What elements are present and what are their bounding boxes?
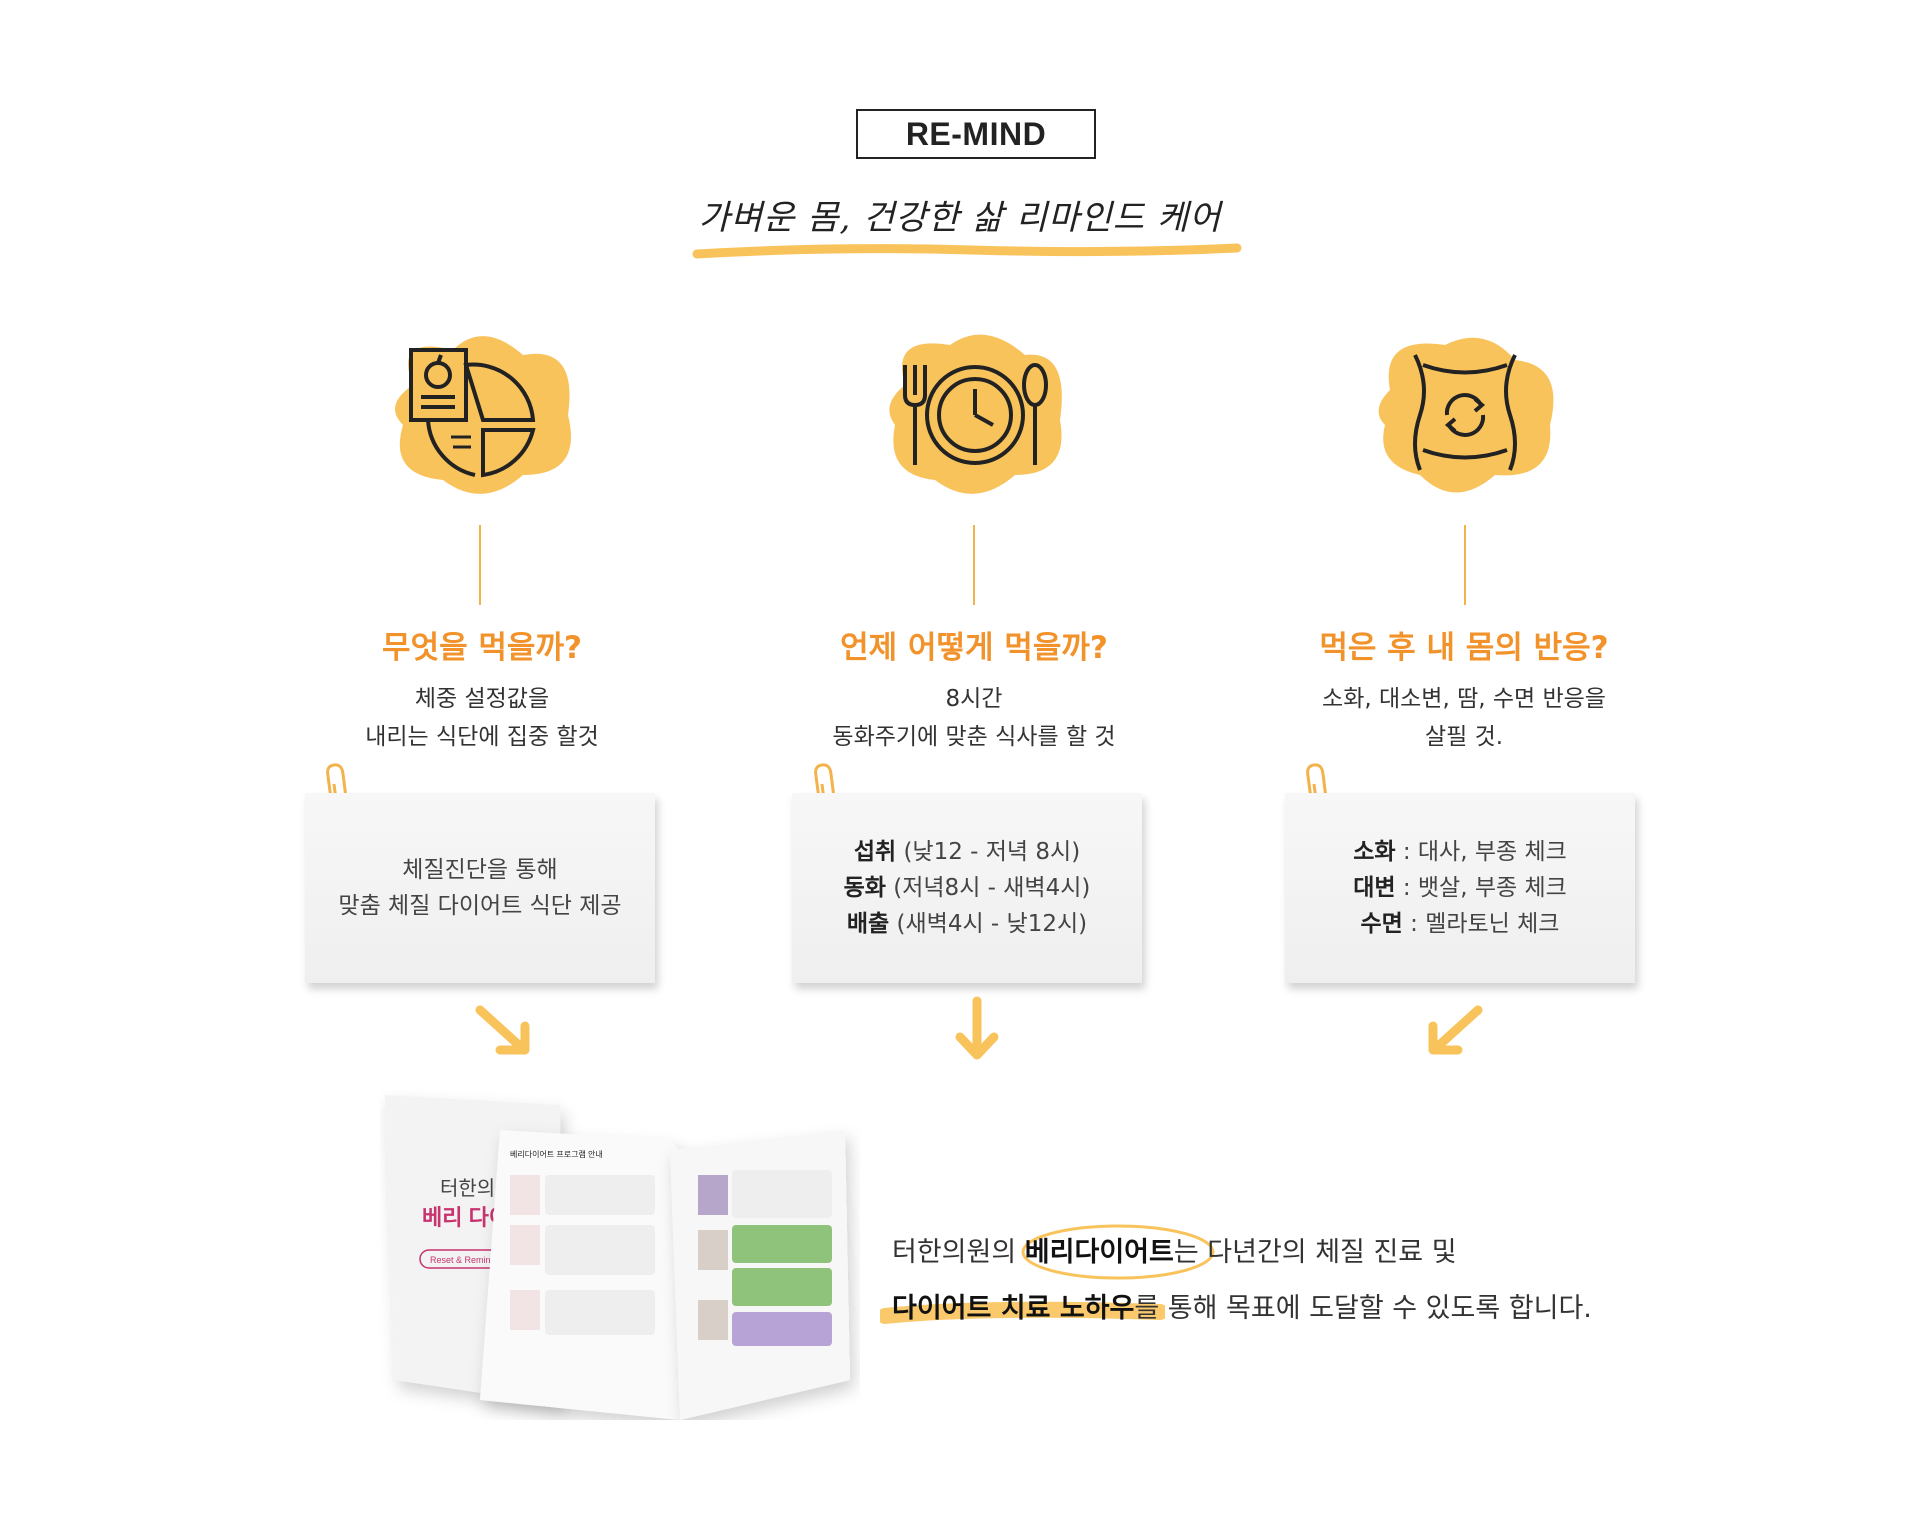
column-2-desc: 8시간 동화주기에 맞춘 식사를 할 것 [714,680,1234,756]
column-2-icon-wrap [875,325,1075,505]
row-label: 동화 [843,875,886,901]
summary-line-1: 터한의원의 베리다이어트는 다년간의 체질 진료 및 [892,1225,1712,1281]
booklet-page-title: 베리다이어트 프로그램 안내 [510,1149,603,1159]
meal-clock-icon [889,334,1062,494]
arrow-down-left-icon [1428,1005,1483,1055]
arrow-down-right-icon [475,1005,530,1055]
booklet-cover-line1: 터한의원 [440,1177,514,1200]
row-text: : 멜라토닌 체크 [1402,911,1560,937]
column-2-desc-line2: 동화주기에 맞춘 식사를 할 것 [832,724,1116,750]
column-1-desc-line2: 내리는 식단에 집중 할것 [365,724,599,750]
column-3-card-row-3: 수면 : 멜라토닌 체크 [1361,906,1560,942]
summary-line2-post: 를 통해 목표에 도달할 수 있도록 합니다. [1134,1293,1592,1324]
summary-line1-post: 는 다년간의 체질 진료 및 [1173,1237,1457,1268]
column-1-card-line2: 맞춤 체질 다이어트 식단 제공 [338,893,622,919]
column-3-card-row-1: 소화 : 대사, 부종 체크 [1353,834,1567,870]
column-3-desc-line1: 소화, 대소변, 땀, 수면 반응을 [1322,686,1606,712]
row-text: : 대사, 부종 체크 [1395,839,1567,865]
column-3-desc-line2: 살필 것. [1424,724,1504,750]
column-2-card-row-1: 섭취 (낮12 - 저녁 8시) [854,834,1080,870]
row-text: (낮12 - 저녁 8시) [896,839,1081,865]
column-3-connector [1464,525,1466,605]
page-headline: 가벼운 몸, 건강한 삶 리마인드 케어 [698,198,1222,238]
column-3-desc: 소화, 대소변, 땀, 수면 반응을 살필 것. [1204,680,1724,756]
column-3-title: 먹은 후 내 몸의 반응? [1319,630,1609,666]
body-cycle-icon [1378,337,1554,493]
row-label: 수면 [1360,911,1403,937]
column-2-connector [973,525,975,605]
column-2-title: 언제 어떻게 먹을까? [840,630,1108,666]
column-1-desc: 체중 설정값을 내리는 식단에 집중 할것 [222,680,742,756]
row-label: 소화 [1353,839,1396,865]
booklet-cover-tag: Reset & Remind your [430,1255,516,1265]
column-1-icon-wrap [383,325,583,505]
column-2-card: 섭취 (낮12 - 저녁 8시) 동화 (저녁8시 - 새벽4시) 배출 (새벽… [792,793,1142,983]
row-text: : 뱃살, 부종 체크 [1395,875,1567,901]
summary-line1-pre: 터한의원의 [892,1237,1025,1268]
program-booklet-image: 터한의원 베리 다이어 Reset & Remind your 베리다이어트 프… [385,1095,850,1420]
column-1-card-line1: 체질진단을 통해 [402,857,558,883]
summary-line1-bold: 베리다이어트 [1024,1237,1174,1268]
column-1-desc-line1: 체중 설정값을 [414,686,550,712]
summary-line-2: 다이어트 치료 노하우를 통해 목표에 도달할 수 있도록 합니다. [892,1281,1712,1337]
column-1-title: 무엇을 먹을까? [382,630,582,666]
column-2-card-row-3: 배출 (새벽4시 - 낮12시) [847,906,1087,942]
column-1-card: 체질진단을 통해 맞춤 체질 다이어트 식단 제공 [305,793,655,983]
summary-text: 터한의원의 베리다이어트는 다년간의 체질 진료 및 다이어트 치료 노하우를 … [892,1225,1712,1337]
diet-plate-icon [395,336,571,494]
row-label: 대변 [1353,875,1396,901]
column-3-card-row-2: 대변 : 뱃살, 부종 체크 [1353,870,1567,906]
row-label: 배출 [846,911,890,937]
arrow-down-icon [955,996,999,1060]
row-label: 섭취 [853,839,897,865]
column-2-desc-line1: 8시간 [945,686,1003,712]
highlight-stroke [880,1301,1165,1324]
row-text: (저녁8시 - 새벽4시) [885,875,1091,901]
column-2-card-row-2: 동화 (저녁8시 - 새벽4시) [844,870,1091,906]
column-3-icon-wrap [1365,325,1565,505]
highlight-oval [1021,1224,1215,1280]
headline-underline [692,243,1242,259]
summary-line2-bold: 다이어트 치료 노하우 [892,1293,1135,1324]
row-text: (새벽4시 - 낮12시) [889,911,1088,937]
remind-badge: RE-MIND [856,109,1096,159]
column-3-card: 소화 : 대사, 부종 체크 대변 : 뱃살, 부종 체크 수면 : 멜라토닌 … [1285,793,1635,983]
column-1-connector [479,525,481,605]
